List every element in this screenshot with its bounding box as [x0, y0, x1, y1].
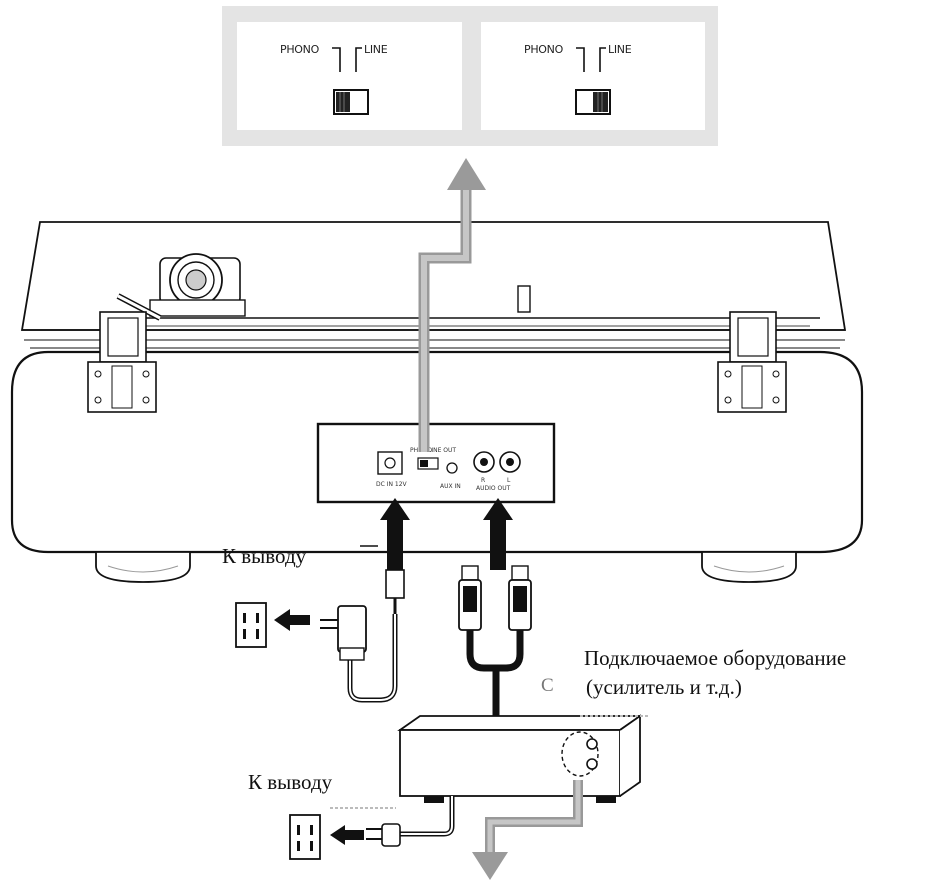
wall-outlet-bottom-icon: [289, 814, 321, 860]
audio-out-label: AUDIO OUT: [476, 485, 511, 492]
insert-arrow-audio: [483, 498, 513, 570]
panel-left-phono-label: PHONO: [280, 43, 320, 56]
rca-l-label: L: [507, 477, 511, 484]
aux-label: AUX IN: [440, 483, 461, 490]
output-down-arrow: [472, 780, 583, 880]
aux-jack: [446, 462, 458, 474]
amplifier-icon: [397, 714, 643, 803]
switch-panel-group: PHONO LINE PHONO LINE: [222, 6, 718, 146]
foot-left: [95, 551, 191, 583]
panel-right-line-bracket: [599, 47, 606, 72]
tonearm-icon: [116, 253, 246, 321]
caption-connected-equipment: Подключаемое оборудование: [584, 646, 847, 670]
wall-outlet-top-icon: [235, 602, 267, 648]
caption-to-outlet-bottom: К выводу: [248, 770, 333, 794]
arrow-to-outlet-top: [274, 609, 310, 631]
panel-left-line-label: LINE: [364, 43, 388, 56]
rear-lineout-label: LINE OUT: [428, 447, 456, 454]
panel-right-line-label: LINE: [608, 43, 632, 56]
panel-left-phono-bracket: [332, 47, 341, 72]
caption-connected-equipment-note: (усилитель и т.д.): [586, 675, 742, 699]
panel-right-phono-bracket: [576, 47, 585, 72]
amp-power-cord: [366, 796, 455, 847]
ac-adapter-icon: [320, 569, 405, 703]
caption-residual-fragment: C: [541, 675, 554, 696]
panel-right-switch-knob: [593, 92, 608, 112]
hinge-right-icon: [717, 311, 787, 413]
caption-to-outlet-top: К выводу: [222, 544, 307, 568]
switch-pointer-arrow: [418, 158, 486, 452]
spindle: [517, 285, 531, 313]
insert-arrow-power: [380, 498, 410, 570]
rca-r-label: R: [481, 477, 485, 484]
dc-in-label: DC IN 12V: [376, 481, 408, 488]
turntable: DC IN 12V PHONO LINE OUT AUX IN R L AUDI…: [10, 221, 864, 583]
foot-right: [701, 551, 797, 583]
panel-right-phono-label: PHONO: [524, 43, 564, 56]
panel-left-switch-knob: [336, 92, 350, 112]
hinge-left-icon: [87, 311, 157, 413]
arrow-to-outlet-bottom: [330, 825, 364, 845]
panel-left-line-bracket: [355, 47, 362, 72]
